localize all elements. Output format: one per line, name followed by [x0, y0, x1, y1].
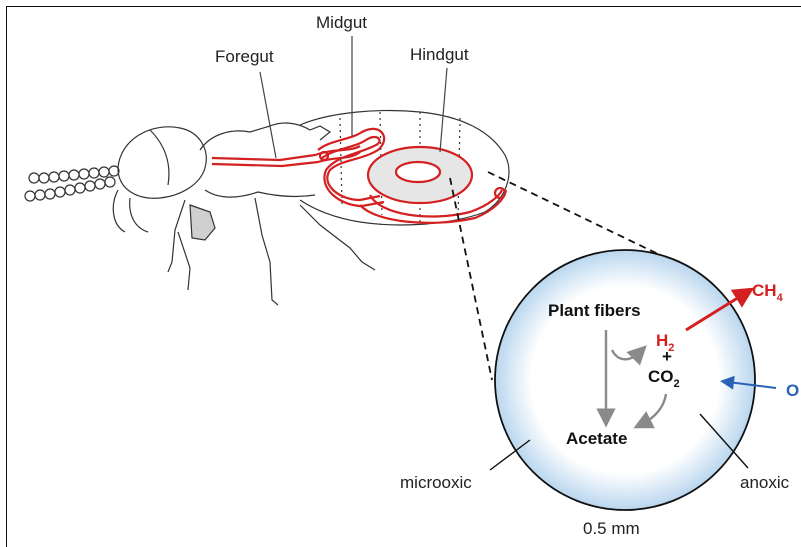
termite-body [25, 111, 509, 305]
microoxic-label: microoxic [400, 473, 472, 492]
acetate-label: Acetate [566, 429, 627, 448]
scale-label: 0.5 mm [583, 519, 640, 538]
leg [255, 198, 278, 305]
plus-sign: + [662, 347, 672, 366]
head [118, 127, 206, 198]
foregut-label: Foregut [215, 47, 274, 66]
oxygen-label: O [786, 381, 799, 400]
hindgut-magnified-circle [495, 250, 755, 510]
thorax [200, 123, 330, 150]
leg [168, 200, 190, 290]
leg [300, 205, 375, 270]
plant-fibers-label: Plant fibers [548, 301, 641, 320]
antenna [25, 166, 119, 201]
gut-tract [212, 129, 506, 223]
anoxic-label: anoxic [740, 473, 790, 492]
midgut-label: Midgut [316, 13, 367, 32]
hindgut-label: Hindgut [410, 45, 469, 64]
ch4-label: CH4 [752, 281, 784, 304]
